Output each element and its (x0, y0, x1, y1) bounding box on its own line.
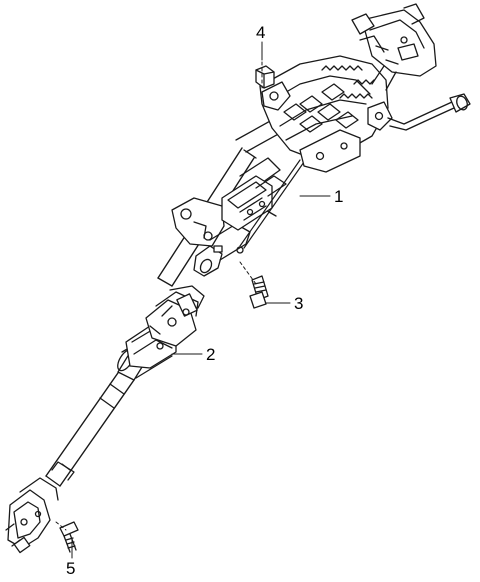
tilt-link-rod (240, 160, 304, 248)
assembly-guide-lines (56, 62, 262, 530)
lower-universal-joint (6, 478, 58, 553)
callout-1: 1 (334, 187, 343, 206)
bolt-part-5 (60, 522, 78, 552)
upper-column-housing (260, 56, 392, 172)
callout-5: 5 (66, 559, 75, 578)
intermediate-shaft-lower (46, 370, 134, 486)
upper-universal-joint (146, 286, 204, 346)
callout-3: 3 (294, 294, 303, 313)
bolt-part-3 (250, 276, 268, 308)
callout-leaders (72, 42, 330, 558)
nut-part-4 (256, 66, 274, 88)
tilt-lever (388, 94, 470, 130)
center-housing (222, 176, 286, 230)
callout-4: 4 (256, 23, 265, 42)
upper-shaft (352, 4, 436, 90)
callout-2: 2 (206, 345, 215, 364)
